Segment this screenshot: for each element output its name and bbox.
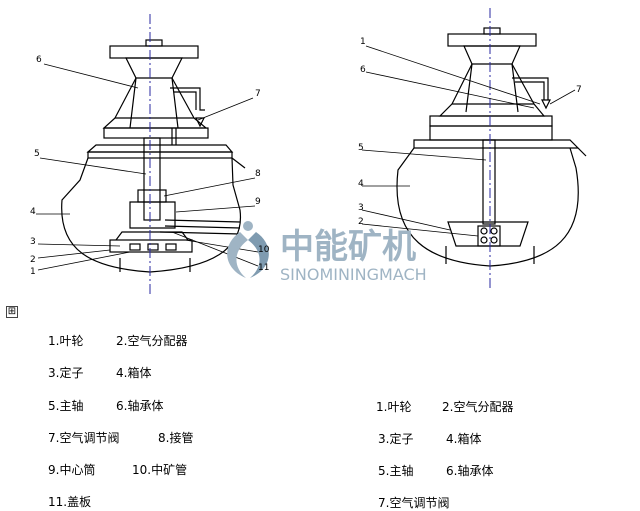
right-callout-7: 7 <box>576 85 582 95</box>
left-callout-10: 10 <box>258 245 270 255</box>
legend-right-item: 4.箱体 <box>446 432 482 446</box>
watermark-chinese: 中能矿机 <box>280 227 416 267</box>
legend-right-item: 1.叶轮 <box>376 400 412 414</box>
right-callout-1: 1 <box>360 37 366 47</box>
left-callout-9: 9 <box>255 197 261 207</box>
right-callout-3: 3 <box>358 203 364 213</box>
watermark-logo <box>227 221 269 278</box>
legend-right-item: 6.轴承体 <box>446 464 494 478</box>
left-callout-4: 4 <box>30 207 36 217</box>
legend-right-item: 7.空气调节阀 <box>378 496 450 510</box>
left-callout-3: 3 <box>30 237 36 247</box>
left-callout-8: 8 <box>255 169 261 179</box>
legend-left-item: 8.接管 <box>158 431 194 445</box>
right-callout-6: 6 <box>360 65 366 75</box>
left-callout-7: 7 <box>255 89 261 99</box>
legend-left-item: 2.空气分配器 <box>116 334 188 348</box>
right-callout-2: 2 <box>358 217 364 227</box>
left-callout-2: 2 <box>30 255 36 265</box>
legend-left-item: 1.叶轮 <box>48 334 84 348</box>
left-callout-11: 11 <box>258 263 269 273</box>
left-machine <box>61 39 246 273</box>
right-callouts: 1 6 7 5 4 3 2 <box>358 37 582 227</box>
legend-left-item: 5.主轴 <box>48 399 84 413</box>
legend-right-item: 3.定子 <box>378 432 414 446</box>
legend-left-item: 6.轴承体 <box>116 399 164 413</box>
watermark-english: SINOMININGMACH <box>280 265 427 284</box>
left-callout-6: 6 <box>36 55 42 65</box>
right-callout-5: 5 <box>358 143 364 153</box>
left-callout-5: 5 <box>34 149 40 159</box>
expand-icon[interactable]: ⊞ <box>6 306 18 318</box>
legend-left-item: 7.空气调节阀 <box>48 431 120 445</box>
legend-right-item: 2.空气分配器 <box>442 400 514 414</box>
legend-left-item: 11.盖板 <box>48 495 92 509</box>
left-leader-lines <box>36 63 259 271</box>
legend-left-item: 4.箱体 <box>116 366 152 380</box>
right-machine <box>396 27 587 267</box>
legend-left-item: 3.定子 <box>48 366 84 380</box>
legend-left-item: 10.中矿管 <box>132 463 188 477</box>
legend-right-item: 5.主轴 <box>378 464 414 478</box>
legend-left-item: 9.中心筒 <box>48 463 96 477</box>
left-callout-1: 1 <box>30 267 36 277</box>
right-callout-4: 4 <box>358 179 364 189</box>
right-leader-lines <box>361 45 576 237</box>
